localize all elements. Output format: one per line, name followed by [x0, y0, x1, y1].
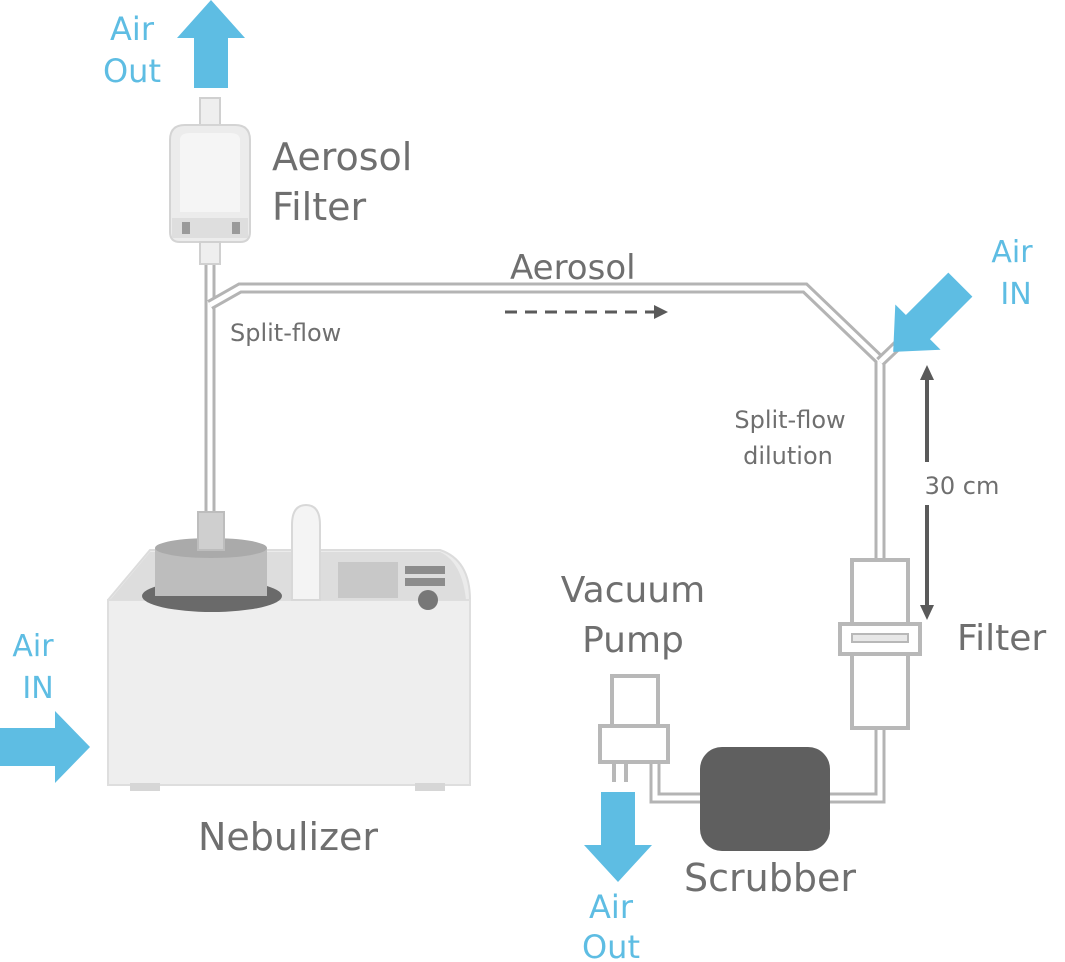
air-out-bottom-arrow — [584, 792, 652, 882]
air-in-left-label-line1: Air — [12, 629, 54, 664]
aerosol-filter-label-line2: Filter — [272, 185, 366, 229]
aerosol-label: Aerosol — [510, 248, 636, 288]
vacuum-pump-label-line2: Pump — [582, 620, 684, 661]
aerosol-filter-label-line1: Aerosol — [272, 135, 412, 179]
nebulizer-device — [107, 503, 471, 791]
filter-label: Filter — [957, 618, 1046, 659]
vacuum-pump-label-line1: Vacuum — [561, 570, 705, 611]
air-in-left-arrow — [0, 711, 90, 783]
air-in-right-label-line2: IN — [1000, 277, 1031, 312]
air-in-right-arrow — [893, 272, 973, 352]
split-flow-dilution-label-line1: Split-flow — [734, 406, 845, 434]
air-in-left-label-line2: IN — [22, 671, 53, 706]
scrubber-box — [700, 747, 830, 851]
air-out-bottom-label-line1: Air — [589, 888, 634, 926]
air-out-top-label-line2: Out — [103, 52, 161, 90]
aerosol-filter — [169, 97, 251, 265]
split-flow-label: Split-flow — [230, 319, 341, 347]
scrubber-label: Scrubber — [684, 856, 856, 900]
inline-filter — [838, 558, 922, 730]
split-flow-dilution-label-line2: dilution — [743, 442, 833, 470]
vacuum-pump — [598, 674, 670, 782]
tubing — [204, 265, 907, 804]
air-out-bottom-label-line2: Out — [582, 928, 640, 962]
nebulizer-label: Nebulizer — [198, 815, 378, 859]
air-in-right-label-line1: Air — [991, 235, 1033, 270]
aerosol-flow-arrow — [505, 305, 668, 319]
air-out-top-arrow — [177, 0, 245, 88]
air-out-top-label-line1: Air — [110, 10, 155, 48]
distance-dimension-arrow — [920, 365, 934, 620]
distance-label: 30 cm — [925, 472, 1000, 500]
